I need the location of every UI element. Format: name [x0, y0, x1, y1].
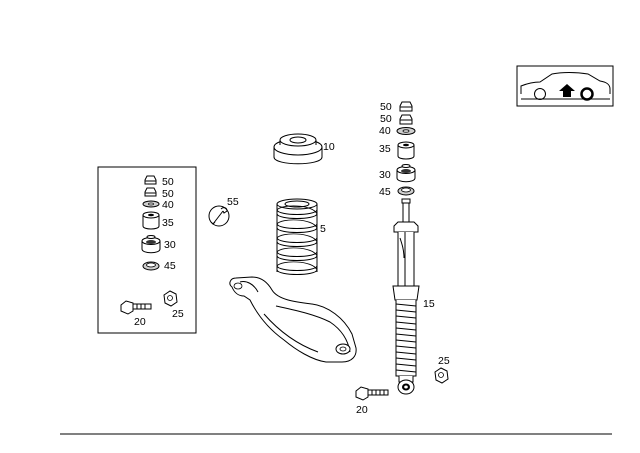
callout-kit-lower-ring: 45 [164, 260, 176, 272]
callout-lower-bolt: 20 [356, 404, 368, 416]
upper-bushing [397, 141, 415, 160]
callout-washer: 40 [379, 125, 391, 137]
kit-upper-bushing [142, 211, 160, 230]
lower-bushing [396, 164, 416, 183]
wrench-icon [208, 205, 230, 227]
callout-kit-lower-bushing: 30 [164, 239, 176, 251]
repair-kit-box: 50 50 40 35 30 [97, 166, 197, 334]
callout-kit-bolt: 20 [134, 316, 146, 328]
spring-seat [273, 133, 323, 165]
callout-repair-kit: 55 [227, 196, 239, 208]
callout-lower-bushing: 30 [379, 169, 391, 181]
lower-nut [434, 367, 449, 384]
kit-second-nut [144, 187, 157, 197]
callout-lower-ring: 45 [379, 186, 391, 198]
callout-kit-top-nut: 50 [162, 176, 174, 188]
callout-second-nut: 50 [380, 113, 392, 125]
kit-nut [163, 290, 178, 307]
callout-coil-spring: 5 [320, 223, 326, 235]
control-arm [229, 276, 357, 363]
callout-spring-seat: 10 [323, 141, 335, 153]
top-nut [399, 101, 413, 112]
callout-upper-bushing: 35 [379, 143, 391, 155]
callout-kit-washer: 40 [162, 199, 174, 211]
kit-washer [142, 200, 160, 208]
kit-lower-bushing [141, 235, 161, 254]
callout-kit-nut: 25 [172, 308, 184, 320]
callout-kit-upper-bushing: 35 [162, 217, 174, 229]
coil-spring [276, 198, 318, 275]
second-nut [399, 114, 413, 125]
washer [396, 127, 416, 135]
callout-lower-nut: 25 [438, 355, 450, 367]
callout-shock-absorber: 15 [423, 298, 435, 310]
lower-bolt [355, 386, 389, 401]
callout-kit-second-nut: 50 [162, 188, 174, 200]
shock-absorber [392, 198, 420, 395]
kit-top-nut [144, 175, 157, 185]
lower-ring [397, 186, 415, 196]
car-rear-axle-icon [516, 65, 614, 107]
kit-lower-ring [142, 261, 160, 271]
callout-top-nut: 50 [380, 101, 392, 113]
kit-bolt [120, 300, 152, 315]
